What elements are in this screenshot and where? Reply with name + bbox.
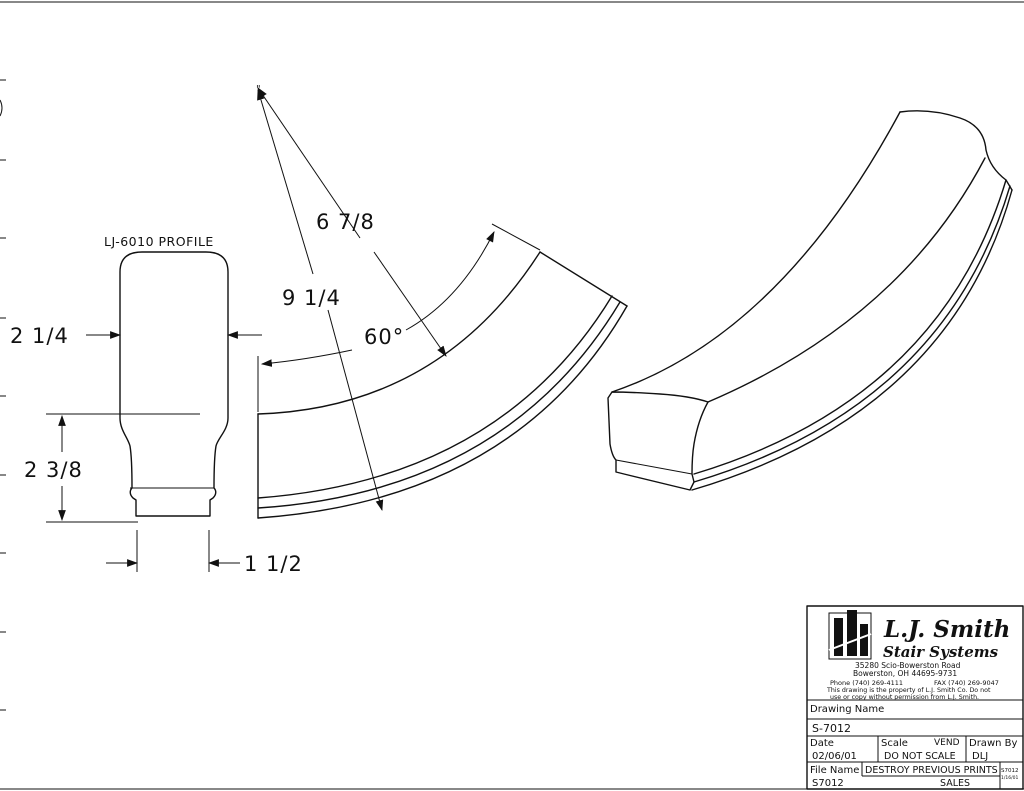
dim-6-7-8-arrow-up [257,87,361,239]
angle-arrow-left [260,349,353,367]
rail-3d-bottom-3 [691,189,1013,491]
arc-outer-length-label: 6 7/8 [316,210,375,234]
small-date: 1/16/01 [1001,775,1018,781]
company-logo-icon [828,610,872,660]
title-block: L.J. Smith Stair Systems 35280 Scio-Bowe… [806,605,1024,790]
dim-6-7-8-arrow-down [373,251,447,357]
profile-width-bottom-label: 1 1/2 [244,552,303,576]
profile-title: LJ-6010 PROFILE [104,234,214,249]
company-subtitle: Stair Systems [883,643,999,661]
file-name-label: File Name [810,765,859,776]
arc-extension-line-2 [491,223,541,251]
property-notice-1: This drawing is the property of L.J. Smi… [826,687,991,694]
arc-angle-label: 60° [364,325,404,349]
rail-isometric-view [607,110,1013,491]
rail-3d-far-end [899,110,1013,191]
scale-vend: VEND [934,738,960,748]
arc-inner-length-label: 9 1/4 [282,286,341,310]
dim-9-1-4-arrow-up [257,88,314,275]
arc-inner-edge [257,251,541,415]
date-label: Date [810,738,834,749]
dept-value: SALES [940,778,970,789]
company-name: L.J. Smith [883,616,1010,643]
arc-groove-line [257,301,621,509]
rail-3d-top-left [611,111,901,393]
profile-height-label: 2 3/8 [24,458,83,482]
angle-arrow-right [405,231,495,331]
property-notice-2: use or copy without permission from L.J.… [830,694,979,701]
scale-label: Scale [881,738,908,749]
scale-value: DO NOT SCALE [884,751,956,762]
arc-plan-view: 60° 6 7/8 " 9 1/4 [256,84,628,519]
apex-tick: " [256,84,261,95]
date-value: 02/06/01 [812,751,857,762]
company-address-1: 35280 Scio-Bowerston Road [855,661,961,670]
destroy-note: DESTROY PREVIOUS PRINTS [865,765,998,776]
arc-outer-edge [257,295,613,499]
file-name-value: S7012 [812,778,844,789]
rail-3d-near-end [607,391,709,491]
dim-9-1-4-arrow-down [327,309,384,512]
profile-width-top-label: 2 1/4 [10,324,69,348]
drawn-by-label: Drawn By [969,738,1017,749]
drawing-name-value: S-7012 [812,722,851,735]
arc-bottom-edge [257,305,628,519]
drawing-name-label: Drawing Name [810,704,884,715]
small-code: S7012 [1001,768,1019,774]
company-phone: Phone (740) 269-4111 [830,679,903,687]
rail-3d-bottom-2 [693,185,1011,483]
profile-view: LJ-6010 PROFILE 2 1/4 2 3/8 1 1/2 [10,234,303,576]
profile-outline [119,251,229,517]
company-address-2: Bowerston, OH 44695-9731 [853,669,957,678]
arc-end-angled [539,251,628,307]
company-fax: FAX (740) 269-9047 [934,679,999,687]
rail-3d-bottom-1 [693,179,1007,475]
drawn-by-value: DLJ [972,751,988,762]
rail-3d-top-right [707,157,986,403]
rail-3d-near-fillet [615,459,693,475]
